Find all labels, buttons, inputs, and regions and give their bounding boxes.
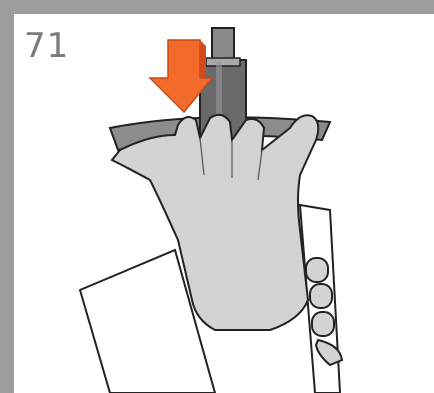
step-number: 71: [24, 26, 69, 66]
